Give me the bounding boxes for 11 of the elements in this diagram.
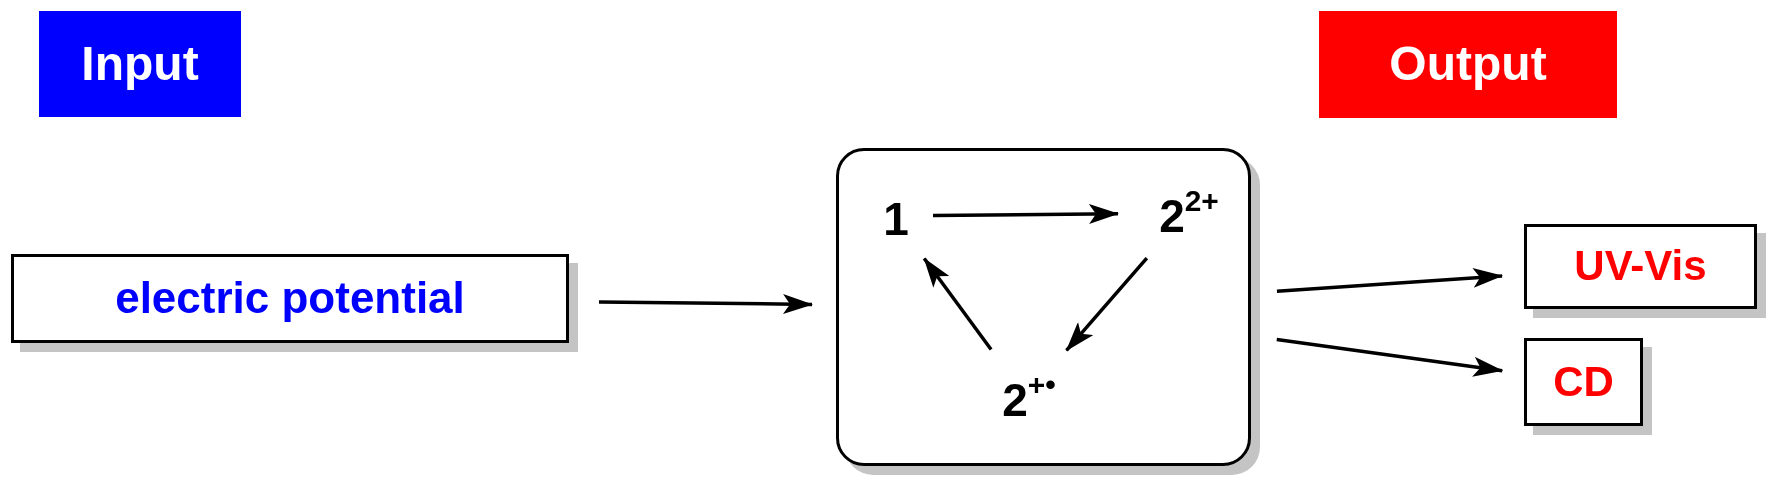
input-banner: Input [39, 11, 241, 117]
arrow [1065, 256, 1149, 352]
arrow [599, 294, 813, 315]
output-banner: Output [1319, 11, 1617, 118]
arrow [933, 204, 1119, 224]
arrow [922, 257, 993, 351]
state-label: 2$^{+•}$ [979, 367, 1079, 433]
arrow [1276, 267, 1504, 293]
state-label: 1 [874, 191, 918, 247]
arrow [1276, 337, 1504, 377]
state-label: 2$^{2+}$ [1139, 183, 1239, 249]
